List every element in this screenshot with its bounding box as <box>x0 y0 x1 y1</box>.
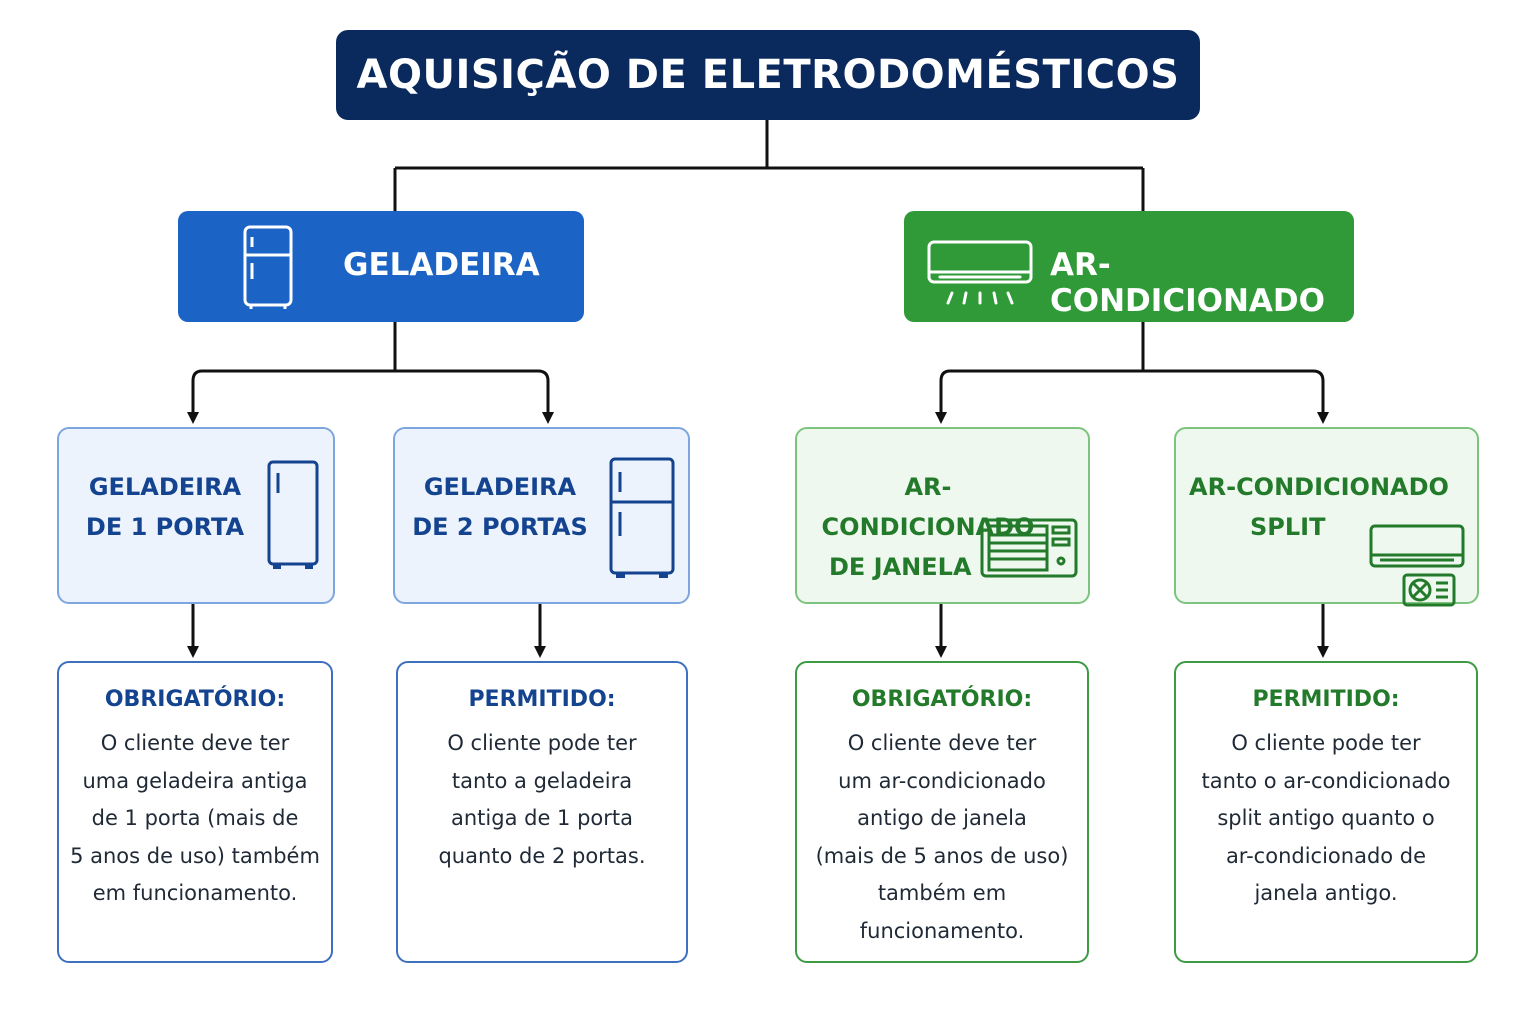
title-box: AQUISIÇÃO DE ELETRODOMÉSTICOS <box>336 30 1200 120</box>
category-geladeira: GELADEIRA <box>178 211 584 322</box>
detail-ar-split: PERMITIDO: O cliente pode ter tanto o ar… <box>1174 661 1478 963</box>
two-door-fridge-icon <box>609 457 675 578</box>
detail-geladeira-2-portas: PERMITIDO: O cliente pode ter tanto a ge… <box>396 661 688 963</box>
refrigerator-icon <box>243 225 293 309</box>
air-conditioner-icon <box>927 240 1033 305</box>
category-label-ar-condicionado: AR-CONDICIONADO <box>1050 247 1325 319</box>
detail-geladeira-1-porta: OBRIGATÓRIO: O cliente deve ter uma gela… <box>57 661 333 963</box>
title-connector <box>393 120 1145 211</box>
detail-ar-janela: OBRIGATÓRIO: O cliente deve ter um ar-co… <box>795 661 1089 963</box>
option-label: GELADEIRA DE 1 PORTA <box>85 473 245 541</box>
detail-heading: OBRIGATÓRIO: <box>104 687 286 712</box>
option-ar-janela: AR-CONDICIONADO DE JANELA <box>795 427 1090 604</box>
option-ar-split: AR-CONDICIONADO SPLIT <box>1174 427 1479 607</box>
single-door-fridge-icon <box>267 460 319 569</box>
split-ac-icon <box>1369 524 1465 607</box>
category-label-geladeira: GELADEIRA <box>343 247 540 283</box>
option-label: GELADEIRA DE 2 PORTAS <box>412 473 588 541</box>
ar-connector <box>939 322 1325 382</box>
geladeira-connector <box>191 322 550 382</box>
option-geladeira-1-porta: GELADEIRA DE 1 PORTA <box>57 427 335 604</box>
detail-heading: OBRIGATÓRIO: <box>851 687 1033 712</box>
detail-heading: PERMITIDO: <box>468 687 616 712</box>
detail-heading: PERMITIDO: <box>1252 687 1400 712</box>
window-ac-icon <box>980 518 1078 578</box>
option-label: AR-CONDICIONADO SPLIT <box>1189 473 1449 541</box>
category-ar-condicionado: AR-CONDICIONADO <box>904 211 1354 322</box>
option-geladeira-2-portas: GELADEIRA DE 2 PORTAS <box>393 427 690 604</box>
diagram-title: AQUISIÇÃO DE ELETRODOMÉSTICOS <box>356 52 1180 98</box>
